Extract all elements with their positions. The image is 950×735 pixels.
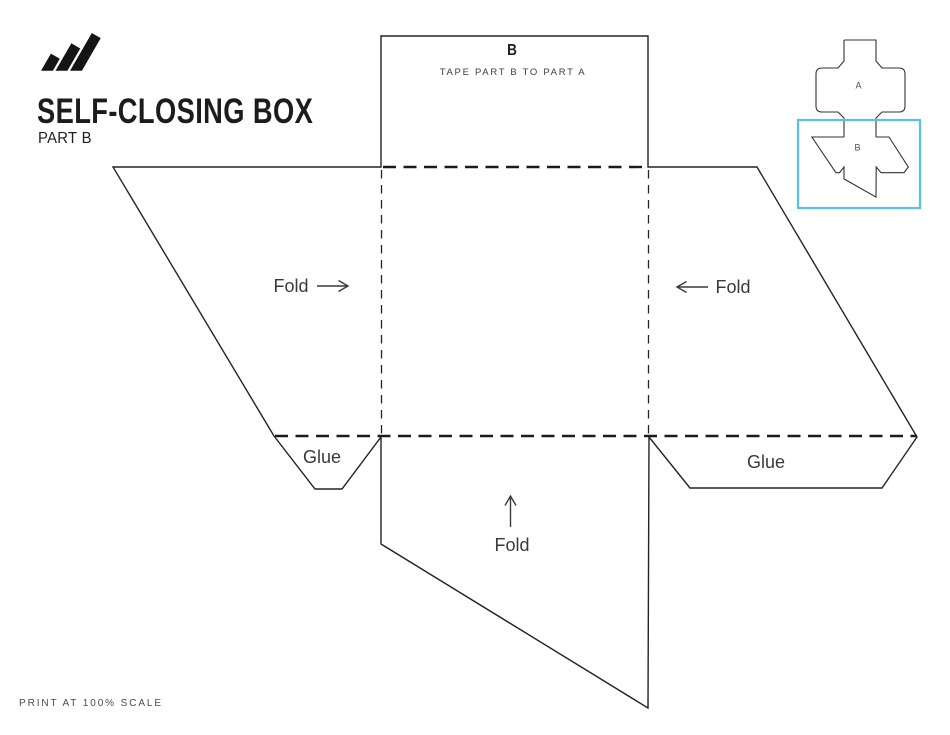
glue-label-right: Glue xyxy=(746,452,786,472)
fold-arrow-right-icon xyxy=(317,279,350,293)
footer-note: PRINT AT 100% SCALE xyxy=(19,698,163,709)
part-subtitle: PART B xyxy=(38,130,92,147)
reference-part-a-label: A xyxy=(855,80,862,90)
glue-label-left: Glue xyxy=(302,447,342,467)
adidas-logo xyxy=(41,33,101,71)
fold-label-right: Fold xyxy=(715,277,751,297)
part-b-highlight-box xyxy=(796,118,922,210)
page-title: SELF-CLOSING BOX xyxy=(37,92,314,131)
fold-label-left: Fold xyxy=(273,276,309,296)
fold-arrow-left-icon xyxy=(675,280,708,294)
fold-label-bottom: Fold xyxy=(494,535,530,555)
logo-bar-medium xyxy=(55,43,81,71)
reference-part-a-outline xyxy=(815,39,906,137)
logo-bar-large xyxy=(70,33,101,71)
tab-instruction: TAPE PART B TO PART A xyxy=(439,67,587,78)
fold-arrow-up-icon xyxy=(504,494,517,527)
tab-label: B xyxy=(507,42,517,59)
cut-outline xyxy=(111,35,918,710)
logo-bar-small xyxy=(41,53,60,71)
reference-part-b-outline xyxy=(810,136,909,199)
reference-part-b-label: B xyxy=(854,142,861,152)
